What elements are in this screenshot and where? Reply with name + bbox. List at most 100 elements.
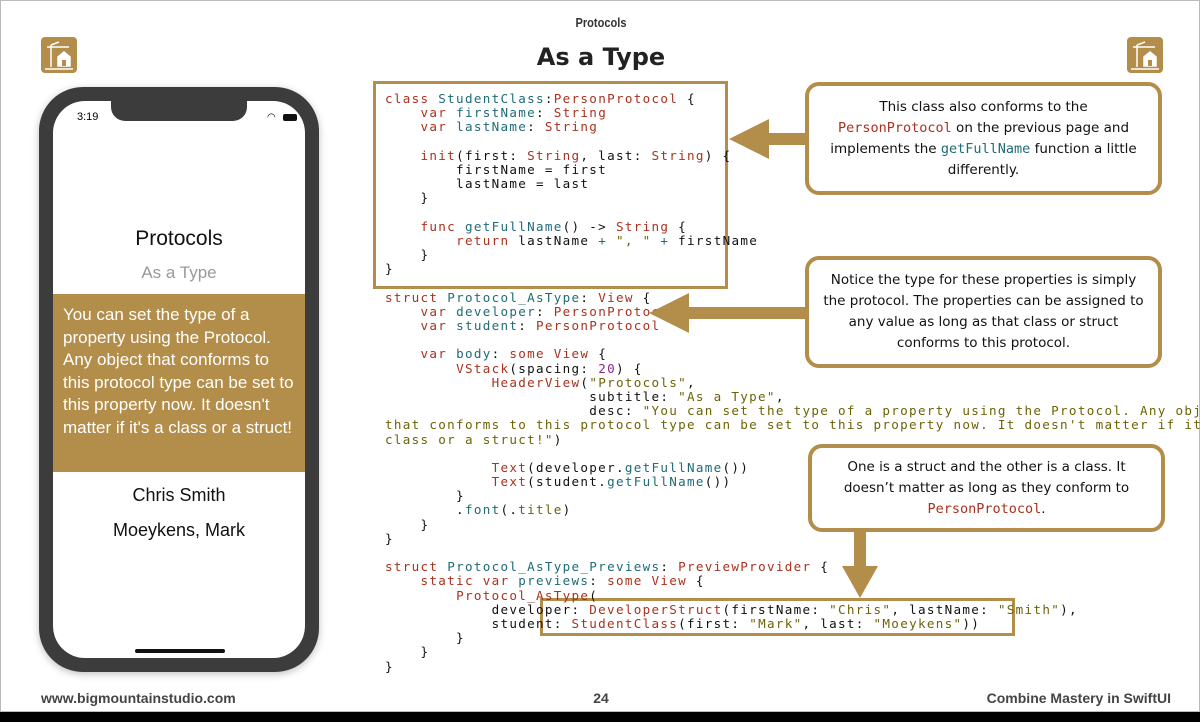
code-token: firstName [456,105,537,121]
code-token: { [678,91,696,106]
code-token: + [598,232,608,248]
code-token: : [527,119,545,135]
code-token: init [420,147,457,163]
book-title: Combine Mastery in SwiftUI [986,690,1171,706]
callout-properties: Notice the type for these properties is … [805,256,1162,368]
code-token: var [420,318,457,333]
code-line: static var previews: some View { [385,574,1200,588]
app-logo-icon [1127,37,1163,73]
code-token: () -> [562,218,616,234]
code-token: PersonProtocol [553,303,679,319]
code-token: font [464,502,501,518]
code-block: class StudentClass:PersonProtocol { var … [385,91,1200,674]
code-token: } [385,658,394,674]
code-line: lastName = last [385,177,1200,191]
code-token: student [456,318,519,333]
code-token: View [598,289,634,305]
code-token: , last: [580,147,652,163]
code-line: } [385,489,1200,503]
code-line: VStack(spacing: 20) { [385,360,1200,376]
code-token: lastName = last [385,176,590,192]
code-line: Text(developer.getFullName()) [385,459,1200,475]
code-token: } [385,644,430,660]
code-token: "As a Type" [678,388,776,404]
code-token: { [633,289,652,305]
code-token: (. [500,502,519,518]
code-token: struct [385,289,448,305]
code-token: previews [518,573,590,589]
preview-subtitle: As a Type [141,263,217,282]
code-token: lastName [456,119,528,135]
code-token: { [811,559,830,575]
code-line: that conforms to this protocol type can … [385,418,1200,432]
code-line: desc: "You can set the type of a propert… [385,404,1200,418]
preview-description: You can set the type of a property using… [53,294,305,472]
code-token: : [660,559,679,575]
code-line: var firstName: String [385,106,1200,120]
callout-text: on the previous page and implements the [830,119,1130,157]
code-token: some View [607,573,688,589]
code-highlight-box [373,81,728,289]
arrow-down-icon [842,532,878,598]
code-line: init(first: String, last: String) { [385,147,1200,163]
section-title: Protocols [575,15,627,30]
code-token: ) [553,431,563,447]
code-token: class [385,91,439,106]
code-token: getFullName [464,218,563,234]
code-token: } [385,516,430,532]
code-token: ()) [722,459,750,475]
code-token: StudentClass [571,615,679,631]
code-token: return [456,232,510,248]
code-token: ( [580,374,590,390]
code-token: : [536,303,554,319]
code-token: : [580,289,599,305]
phone-preview: 3:19 ◠ Protocols As a Type You can set t… [39,87,319,672]
code-line: var lastName: String [385,120,1200,134]
code-token: (firstName: [722,601,830,617]
code-token: VStack [456,360,510,376]
code-token: HeaderView [491,374,581,390]
code-token: Protocol_AsType [456,587,590,603]
code-token: Text [491,474,528,490]
callout-struct-class: One is a struct and the other is a class… [808,444,1165,532]
code-token: : [518,318,537,333]
code-line: struct Protocol_AsType_Previews: Preview… [385,560,1200,574]
code-line: Protocol_AsType( [385,587,1200,603]
code-token: student: [385,615,572,631]
code-token: PersonProtocol [536,318,661,333]
code-token: firstName [669,232,759,248]
code-token: getFullName [624,459,723,475]
arrow-left-icon [729,119,806,159]
code-token: developer: [385,601,590,617]
code-token: String [651,147,705,163]
code-token: , lastName: [891,601,998,617]
code-line: } [385,531,1200,546]
code-token: PreviewProvider [678,559,812,575]
code-highlight-box [540,598,1015,636]
code-token: } [385,261,394,277]
code-token: PersonProtocol [553,91,679,106]
code-token: (spacing: [509,360,599,376]
code-token: String [553,105,608,121]
code-token: Protocol_AsType_Previews [447,559,661,575]
page-number: 24 [593,690,609,706]
code-token: : [536,105,554,121]
code-token: (first: [456,147,528,163]
code-token: "Chris" [829,601,892,617]
code-token: body [456,346,492,362]
code-token: developer [456,303,537,319]
code-token: Protocol_AsType [447,289,581,305]
code-token: var [420,346,457,362]
code-token: ()) [704,474,732,490]
page-title: As a Type [536,43,666,71]
app-logo-icon [41,37,77,73]
code-line: func getFullName() -> String { [385,218,1200,234]
code-token: } [385,247,430,263]
code-token: + [660,232,670,248]
code-token: , [775,388,785,404]
code-line: return lastName + ", " + firstName [385,232,1200,248]
code-token: 20 [598,360,616,376]
footer-website[interactable]: www.bigmountainstudio.com [41,690,236,706]
